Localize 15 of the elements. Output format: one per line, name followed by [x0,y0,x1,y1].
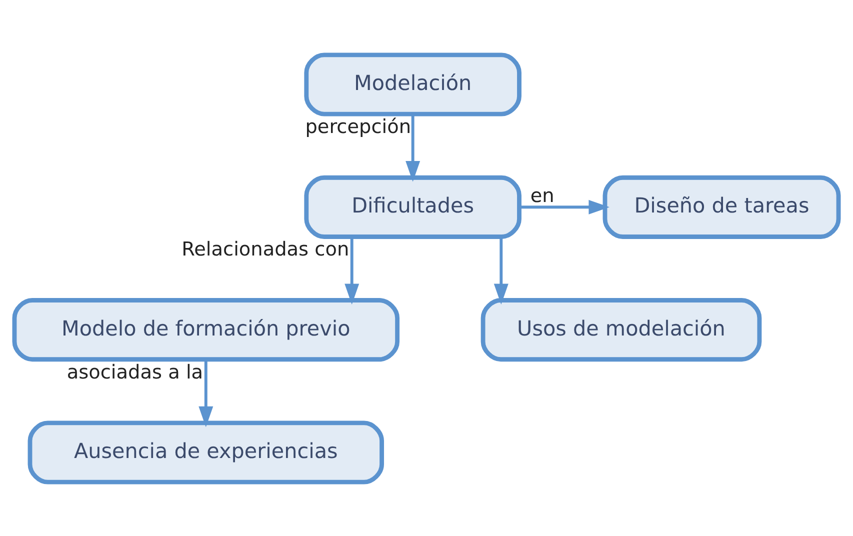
edge-label: Relacionadas con [182,237,350,260]
arrow [494,236,508,304]
node-box: Modelo de formación previo [12,298,400,362]
node-box: Dificultades [304,174,522,238]
edge-label: en [530,183,554,206]
edge-label: percepción [305,114,412,138]
arrow [520,199,610,214]
arrow [406,114,420,182]
edge-label: asociadas a la [66,360,204,383]
node-box: Diseño de tareas [602,174,841,238]
arrow [198,359,214,427]
node-box: Usos de modelación [480,298,762,362]
node-box: Modelación [304,52,522,116]
arrow [344,236,360,304]
node-box: Ausencia de experiencias [28,420,384,484]
